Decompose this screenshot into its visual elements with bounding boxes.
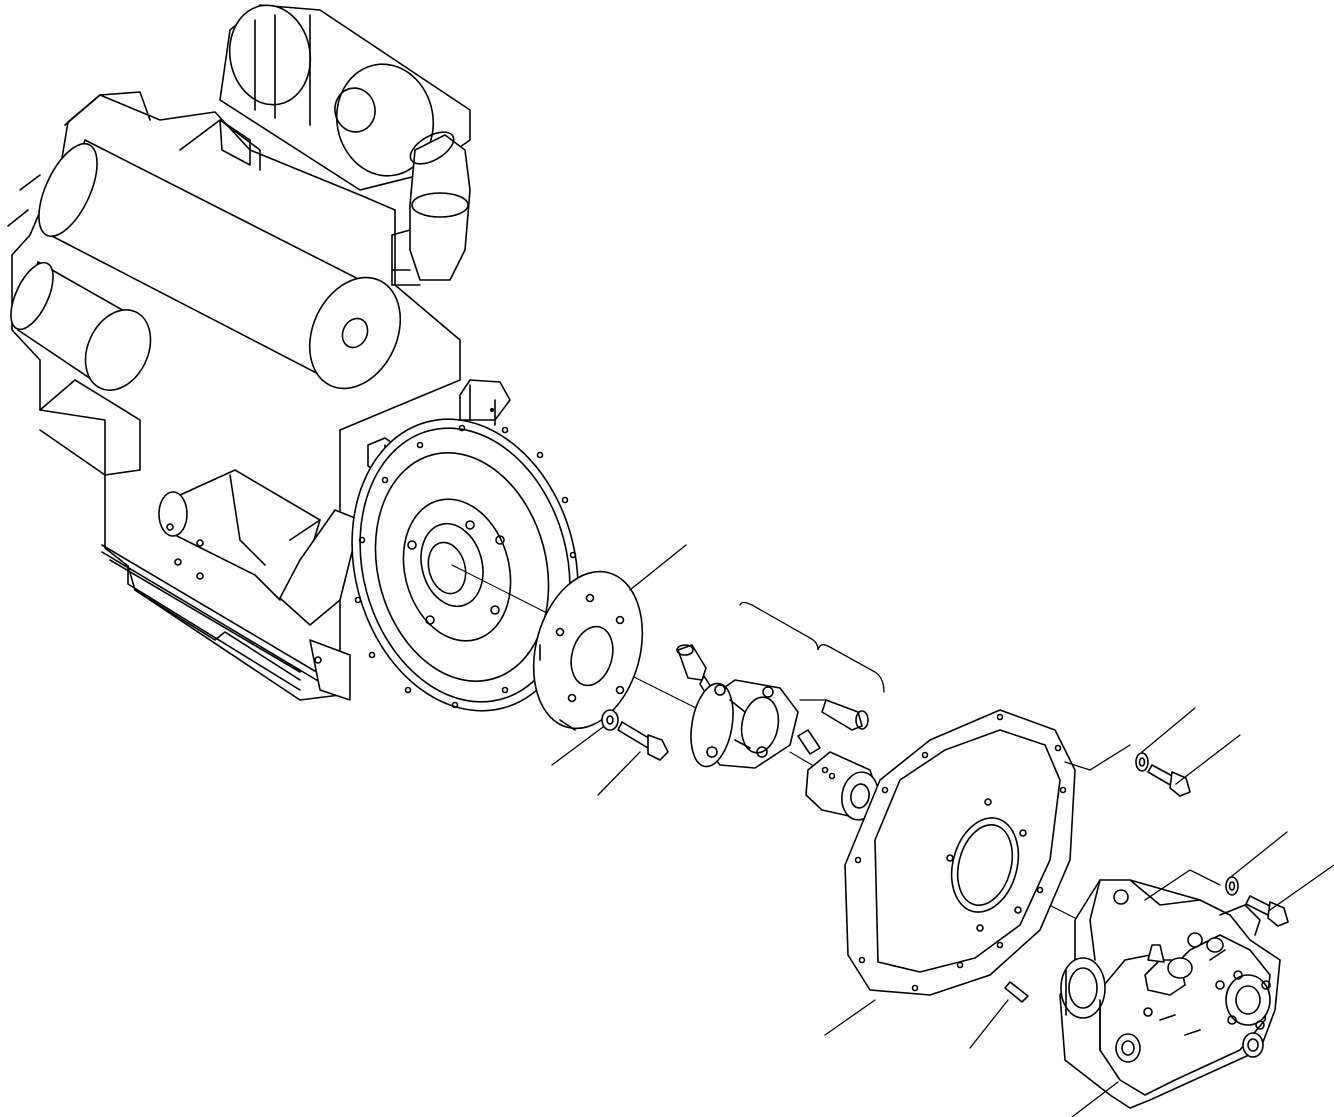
coupling-brace [740, 603, 884, 693]
muffler [27, 135, 418, 403]
adapter-plate [517, 545, 686, 741]
pump-inlet [1220, 905, 1260, 935]
plate-washer [552, 710, 618, 765]
engine-base-rail [102, 545, 330, 688]
hydraulic-pump [1060, 880, 1280, 1117]
flywheel-housing [310, 380, 610, 736]
oil-filter [2, 257, 163, 401]
coupling-assembly [677, 603, 884, 770]
pump-mounting-flange [825, 710, 1075, 1035]
flange-fasteners [1065, 708, 1240, 796]
leader-adapter-plate [630, 545, 686, 590]
pump-fasteners [1145, 832, 1334, 926]
starter-motor [159, 470, 360, 625]
engine [2, 0, 470, 700]
plate-bolt [598, 722, 668, 795]
flange-bolt-holes [856, 715, 1066, 991]
dowel-pin [970, 982, 1028, 1048]
coupling-hub [806, 752, 882, 823]
air-cleaner [180, 0, 470, 285]
